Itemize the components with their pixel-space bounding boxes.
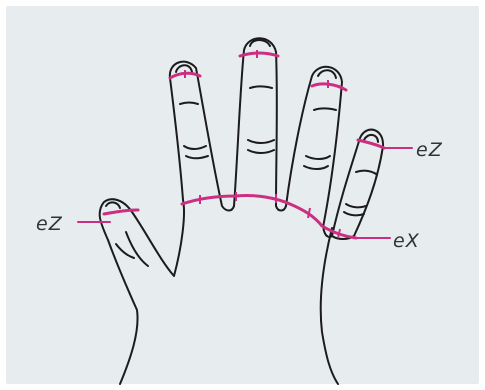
right-tip-label: eZ: [416, 139, 443, 161]
base-label: eX: [393, 230, 420, 252]
left-tip-label: eZ: [36, 213, 63, 235]
